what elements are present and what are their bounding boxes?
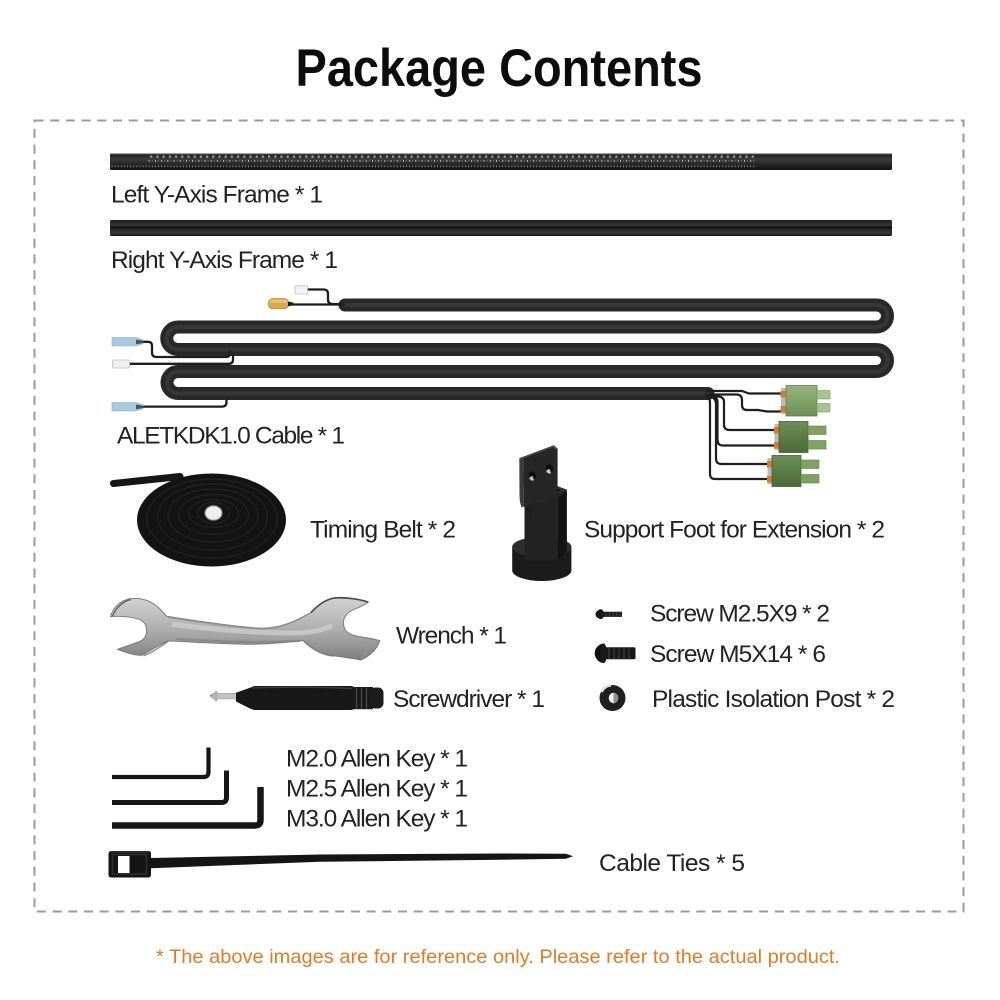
svg-text:Timing Belt * 2: Timing Belt * 2 <box>310 517 456 544</box>
svg-text:Support Foot for Extension * 2: Support Foot for Extension * 2 <box>584 517 885 544</box>
svg-text:* The above images are for ref: * The above images are for reference onl… <box>156 946 840 968</box>
svg-text:Cable Ties * 5: Cable Ties * 5 <box>599 850 745 877</box>
svg-text:M3.0 Allen Key * 1: M3.0 Allen Key * 1 <box>286 806 468 833</box>
svg-text:ALETKDK1.0 Cable * 1: ALETKDK1.0 Cable * 1 <box>117 423 345 450</box>
svg-text:Right Y-Axis Frame * 1: Right Y-Axis Frame * 1 <box>111 247 338 274</box>
svg-text:Screwdriver * 1: Screwdriver * 1 <box>393 686 545 713</box>
svg-text:Wrench * 1: Wrench * 1 <box>396 623 507 650</box>
svg-text:M2.5 Allen Key * 1: M2.5 Allen Key * 1 <box>286 776 468 803</box>
svg-text:Screw M2.5X9 * 2: Screw M2.5X9 * 2 <box>650 601 830 628</box>
svg-text:M2.0 Allen Key * 1: M2.0 Allen Key * 1 <box>286 746 468 773</box>
svg-text:Left Y-Axis Frame * 1: Left Y-Axis Frame * 1 <box>111 182 323 209</box>
svg-text:Package Contents: Package Contents <box>296 39 703 98</box>
svg-text:Plastic Isolation Post * 2: Plastic Isolation Post * 2 <box>652 686 895 713</box>
svg-text:Screw M5X14 * 6: Screw M5X14 * 6 <box>650 641 826 668</box>
